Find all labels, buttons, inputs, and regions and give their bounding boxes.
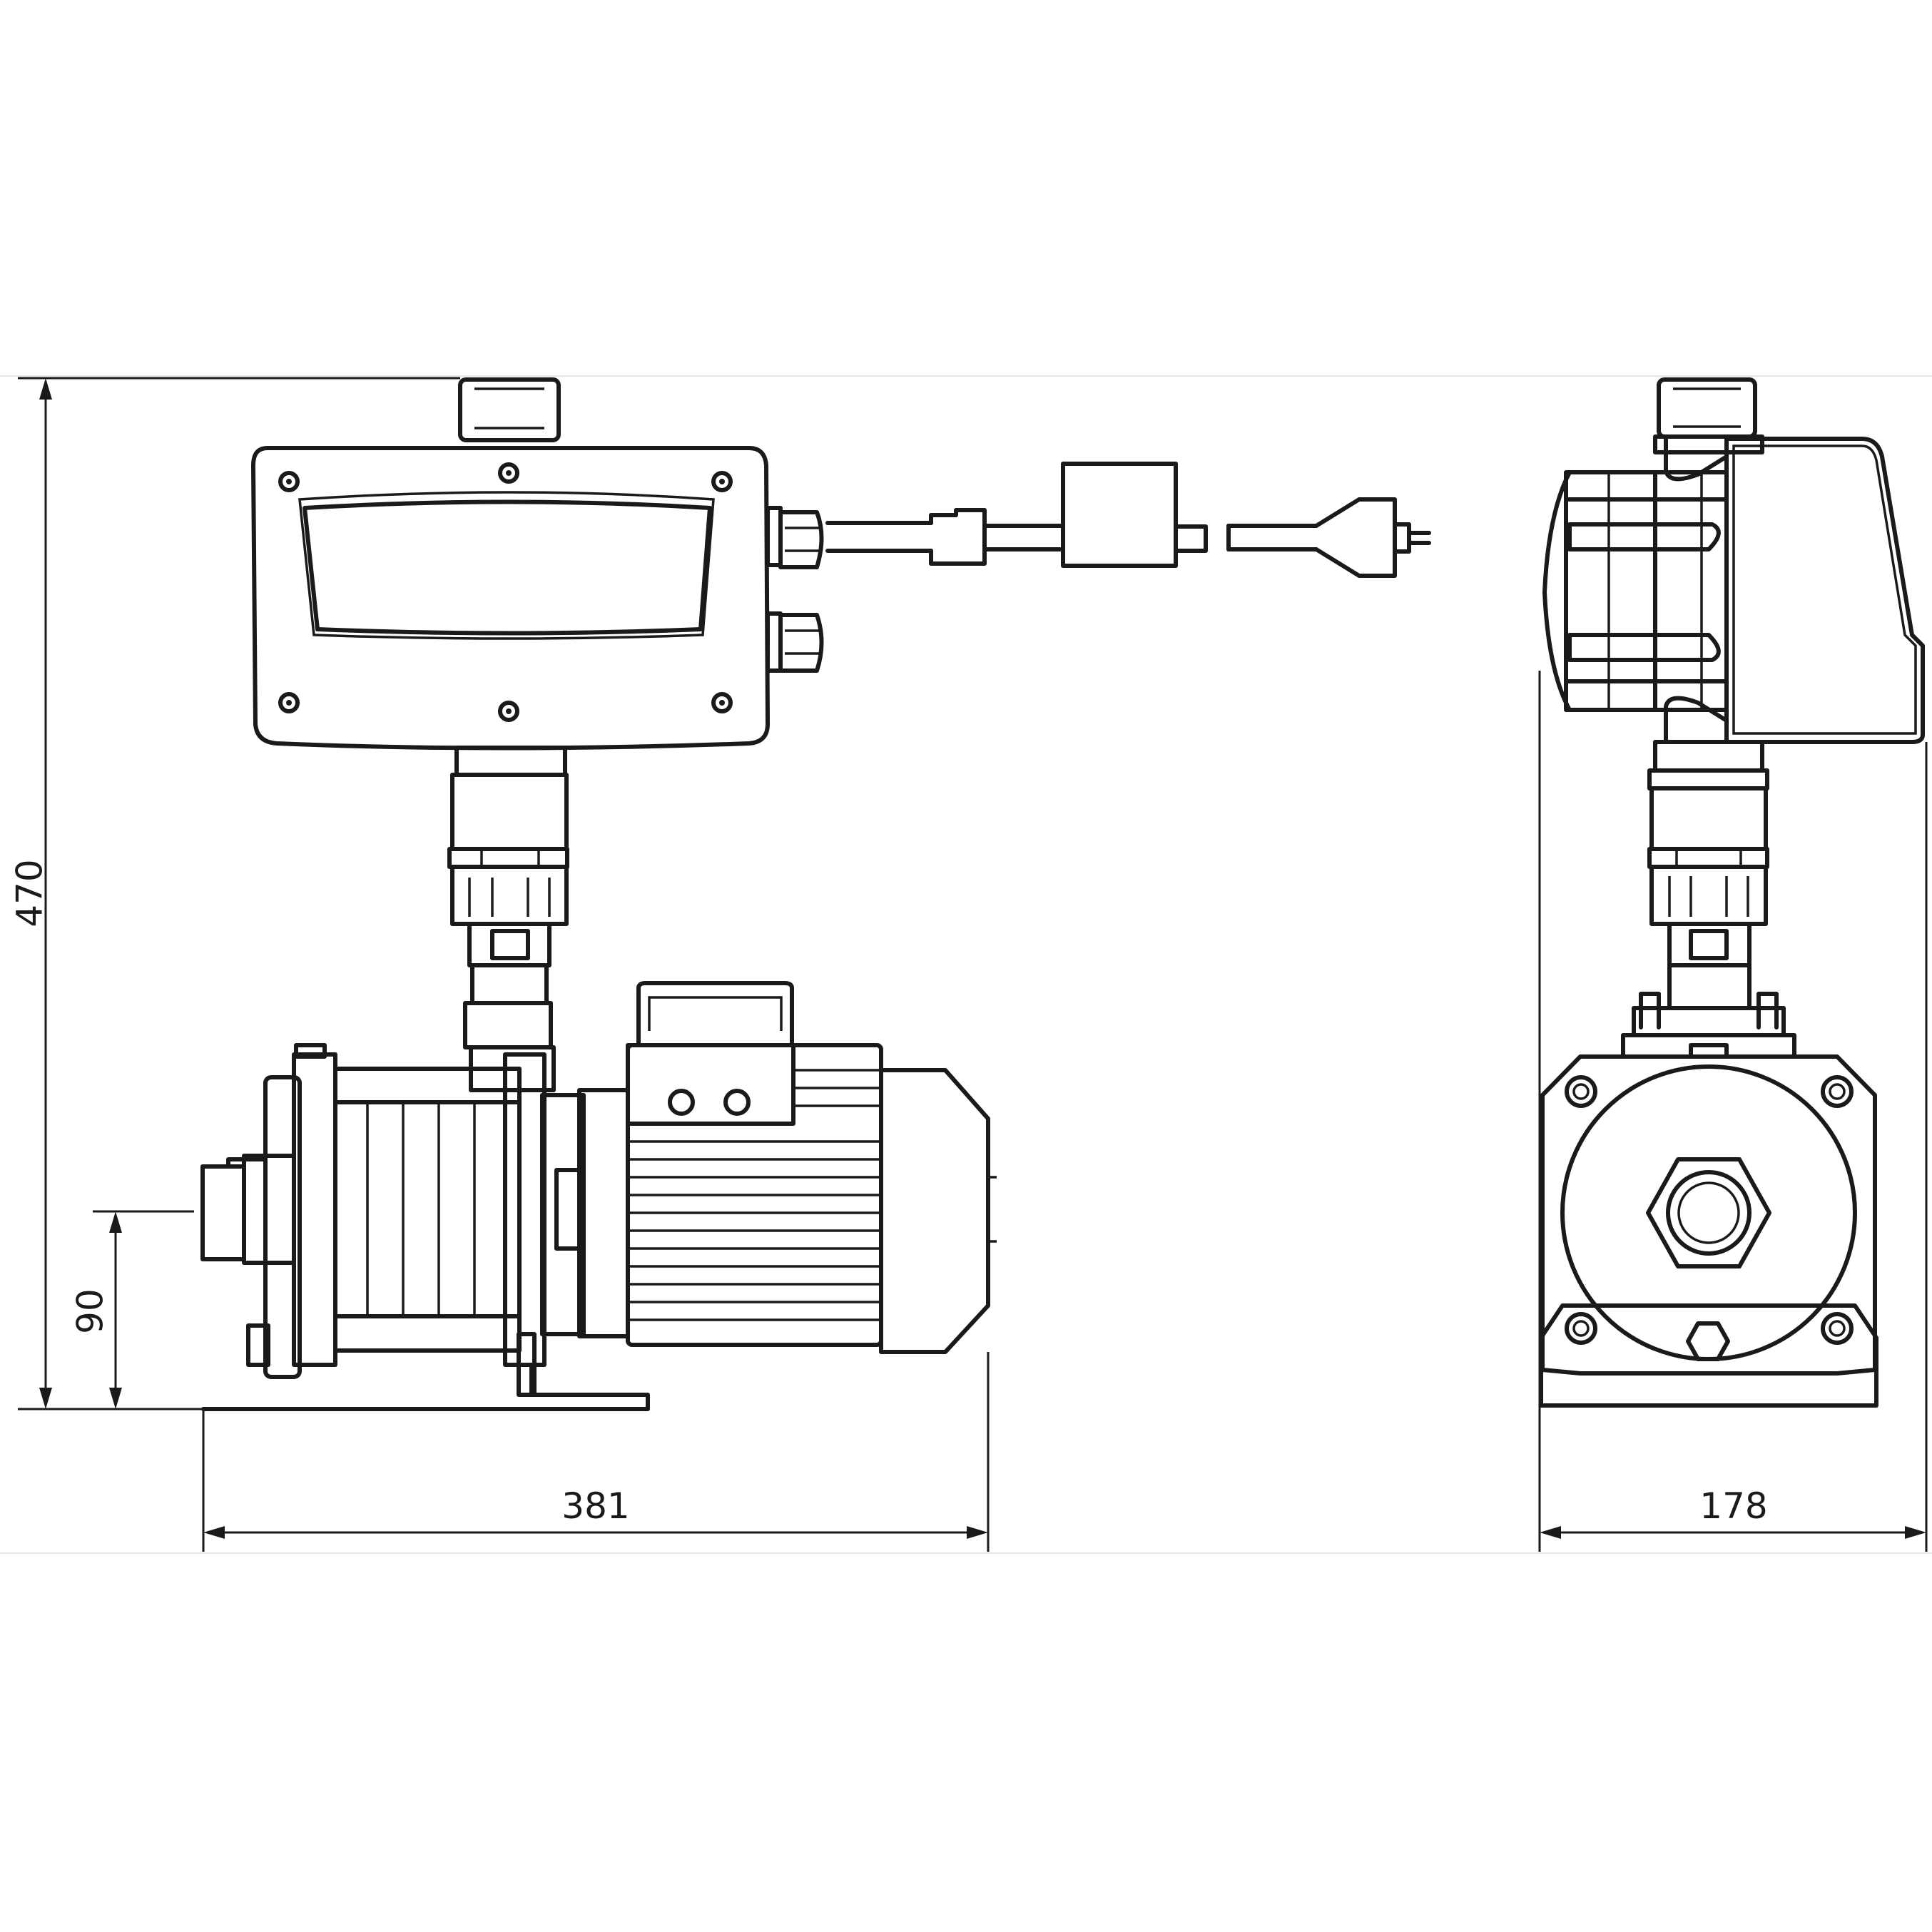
motor-fins <box>628 1069 881 1321</box>
cable-gland-lower <box>766 611 824 673</box>
frame-lines <box>0 375 1932 1554</box>
pump-hydraulics <box>200 1043 650 1411</box>
side-controller <box>1542 377 1925 773</box>
side-view <box>1539 377 1925 1408</box>
dimension-front-length: 381 <box>202 1352 990 1552</box>
controller-screws <box>278 462 733 722</box>
dimension-overall-height: 470 <box>9 377 460 1410</box>
pressure-fittings <box>447 746 569 1092</box>
controller-unit <box>251 377 824 751</box>
dimension-label-178: 178 <box>1699 1485 1767 1527</box>
side-pump-body <box>1539 1054 1878 1408</box>
cable-gland-upper <box>766 506 824 569</box>
dimension-label-381: 381 <box>561 1485 629 1527</box>
dimension-label-90: 90 <box>70 1288 111 1334</box>
dimension-label-470: 470 <box>9 859 51 927</box>
front-view <box>200 377 1431 1411</box>
side-fittings <box>1621 768 1796 1059</box>
pump-motor <box>626 981 997 1354</box>
dimension-inlet-height: 90 <box>70 1210 194 1409</box>
power-cable <box>825 462 1431 578</box>
dimension-side-width: 178 <box>1538 671 1928 1552</box>
